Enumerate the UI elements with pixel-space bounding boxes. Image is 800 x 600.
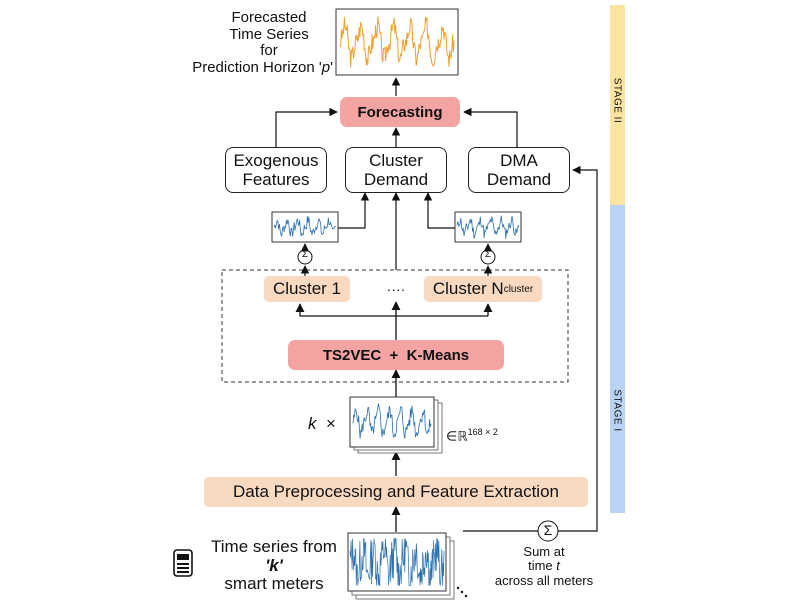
embedding-series-line (352, 403, 432, 439)
arrow-plot-right-to-demand (423, 192, 455, 229)
arrow-plot-left-to-demand (338, 192, 370, 229)
stage-1-bar (610, 205, 625, 513)
sum-at-time-line2: time t (528, 558, 560, 574)
stack-dot (460, 590, 464, 594)
sum-at-time-caption: Sum at time t across all meters (482, 544, 606, 588)
cluster-demand-line1: Cluster (369, 150, 423, 170)
sum-icon: Σ (543, 522, 553, 538)
ts2vec-kmeans-block: TS2VEC + K-Means (288, 340, 504, 370)
smart-meters-line3: smart meters (224, 574, 324, 594)
cluster-n-plot-frame (454, 211, 522, 243)
embedding-space-prefix: ∈ℝ (446, 428, 468, 444)
arrow-sum-to-dma (558, 165, 598, 532)
cluster-1-series-line (273, 216, 337, 238)
smart-meter-icon (173, 549, 193, 577)
cluster-demand-line2: Demand (363, 170, 429, 189)
arrow-dma-to-forecasting (463, 107, 518, 147)
forecast-plot-frame (335, 8, 459, 76)
cluster-1-block: Cluster 1 (264, 276, 350, 302)
cluster-ellipsis: ···· (386, 281, 406, 297)
sum-icon: Σ (301, 249, 309, 260)
stack-dot (456, 586, 460, 590)
cluster-n-label: Cluster N (432, 279, 504, 298)
cluster-region (221, 269, 569, 383)
forecast-caption-line1: Forecasted (231, 9, 307, 26)
sum-at-time-line1: Sum at (523, 544, 565, 559)
forecast-caption-line2: Time Series (229, 25, 309, 43)
dma-demand-line2: Demand (486, 170, 552, 189)
cluster-n-series-line (456, 215, 520, 239)
embedding-space-label: ∈ℝ168 × 2 (446, 427, 498, 444)
smart-meters-line1: Time series from (211, 537, 337, 556)
forecast-caption-line4: Prediction Horizon 'p' (192, 58, 333, 76)
arrow-exogenous-to-forecasting (275, 107, 338, 147)
forecast-output-caption: Forecasted Time Series for Prediction Ho… (175, 9, 333, 76)
exogenous-line1: Exogenous (233, 150, 319, 170)
smart-meters-line2: 'k' (265, 555, 283, 575)
cluster-n-subscript: cluster (503, 283, 534, 295)
times-symbol: × (325, 414, 336, 433)
sum-at-time-line3: across all meters (494, 572, 594, 588)
dma-demand-line1: DMA (500, 150, 538, 170)
k-variable: k (308, 414, 317, 433)
stage-2-bar (610, 5, 625, 205)
forecasting-block: Forecasting (340, 97, 460, 127)
embedding-space-dims: 168 × 2 (467, 427, 498, 437)
forecast-series-line (339, 16, 455, 68)
exogenous-line2: Features (242, 170, 310, 189)
meter-series-line (349, 538, 445, 587)
preprocessing-block: Data Preprocessing and Feature Extractio… (204, 477, 588, 507)
sum-icon: Σ (484, 249, 492, 260)
smart-meters-caption: Time series from 'k' smart meters (196, 537, 352, 594)
stack-dot (464, 594, 468, 598)
forecast-caption-line3: for (260, 42, 278, 59)
k-multiplier: k × (308, 414, 336, 434)
